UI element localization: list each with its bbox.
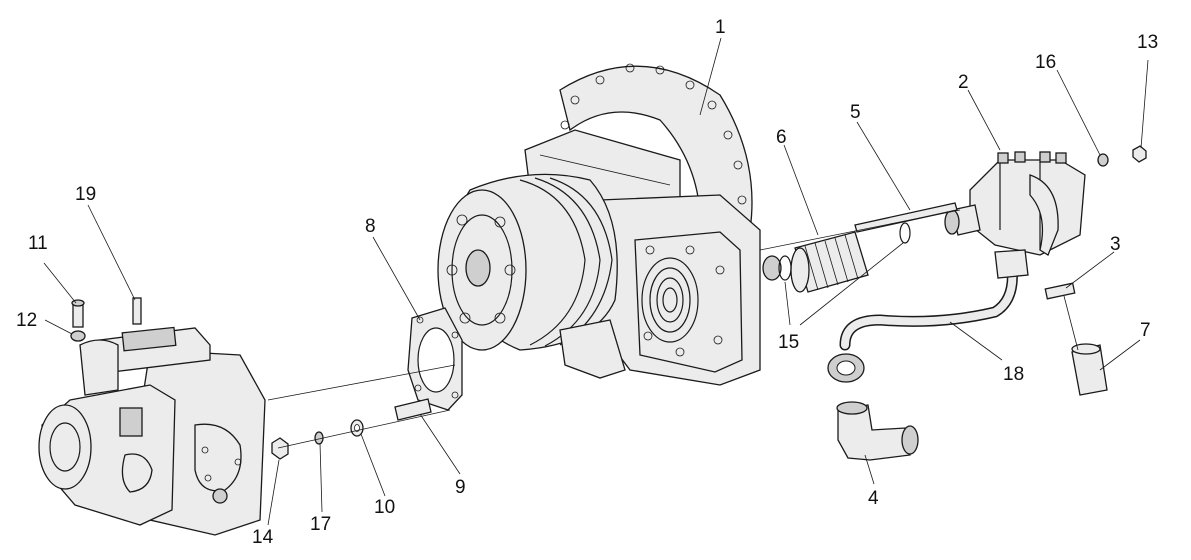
transmission-housing [437, 63, 782, 386]
callout-12: 12 [16, 310, 38, 331]
callout-2: 2 [958, 72, 969, 93]
fitting-11 [71, 299, 85, 328]
callout-leaders [43, 37, 1149, 526]
callout-13: 13 [1137, 32, 1159, 53]
callout-1: 1 [715, 17, 726, 38]
pump-assembly [38, 297, 266, 536]
valve-block [944, 151, 1086, 256]
washer-16 [1097, 153, 1109, 167]
callout-7: 7 [1140, 320, 1151, 341]
filter-6 [790, 231, 869, 293]
callout-17: 17 [310, 514, 332, 535]
callout-16: 16 [1035, 52, 1057, 73]
callout-8: 8 [365, 216, 376, 237]
callout-4: 4 [868, 488, 879, 509]
callout-9: 9 [455, 477, 466, 498]
elbow-fitting [836, 401, 919, 461]
sleeve-7 [1071, 343, 1108, 396]
nut-14 [271, 437, 289, 460]
dowel-9 [394, 398, 432, 421]
nut-13 [1132, 145, 1147, 163]
callout-6: 6 [776, 127, 787, 148]
callout-15: 15 [778, 332, 800, 353]
pin-3 [1044, 282, 1076, 300]
o-rings-15 [778, 222, 911, 281]
gasket-8 [407, 307, 463, 411]
plug-12 [70, 330, 86, 342]
callout-5: 5 [850, 102, 861, 123]
callout-18: 18 [1003, 364, 1025, 385]
washer-10 [350, 419, 364, 437]
rod-5 [854, 202, 958, 233]
callout-14: 14 [252, 527, 274, 548]
callout-19: 19 [75, 184, 97, 205]
callout-10: 10 [374, 497, 396, 518]
callout-3: 3 [1110, 234, 1121, 255]
callout-11: 11 [28, 233, 48, 254]
pipe-18 [827, 249, 1029, 383]
